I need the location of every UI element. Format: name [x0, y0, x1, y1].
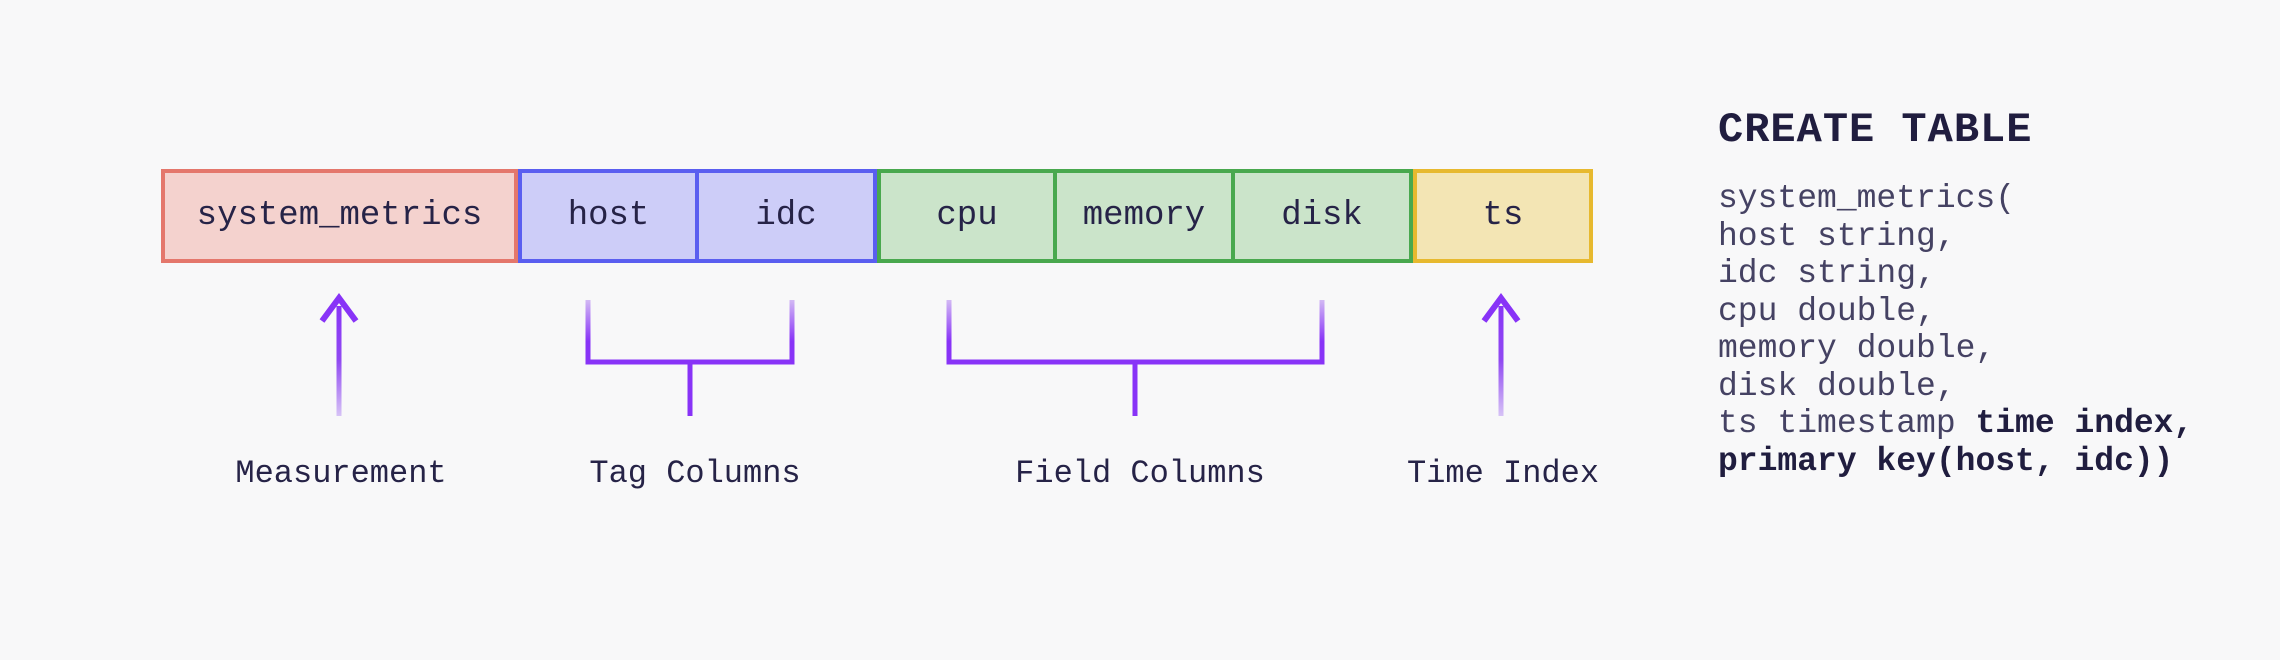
sql-line-text: memory double,	[1718, 330, 1996, 367]
sql-line: memory double,	[1718, 330, 2193, 368]
sql-primary-key-keyword: primary key(host, idc))	[1718, 442, 2174, 480]
tag-columns-label: Tag Columns	[589, 455, 801, 492]
sql-line-text: cpu double,	[1718, 292, 1936, 330]
sql-line-text: idc string,	[1718, 255, 1936, 292]
measurement-arrow	[319, 292, 359, 416]
sql-line: system_metrics(	[1718, 180, 2193, 218]
field-column-disk-label: disk	[1281, 197, 1363, 235]
time-index-box-label: ts	[1482, 197, 1524, 235]
sql-time-index-keyword: time index,	[1975, 405, 2194, 442]
measurement-box-label: system_metrics	[196, 197, 483, 235]
sql-line: idc string,	[1718, 255, 2193, 293]
field-column-box-memory: memory	[1053, 169, 1235, 263]
time-index-box: ts	[1413, 169, 1593, 263]
field-column-box-disk: disk	[1231, 169, 1413, 263]
tag-column-idc-label: idc	[755, 197, 817, 235]
field-columns-label: Field Columns	[1015, 455, 1265, 492]
field-columns-bracket	[946, 300, 1325, 416]
field-column-memory-label: memory	[1082, 197, 1206, 235]
sql-line: cpu double,	[1718, 293, 2193, 331]
tag-column-box-idc: idc	[695, 169, 877, 263]
sql-line-text: host string,	[1718, 217, 1956, 255]
time-index-arrow	[1481, 292, 1521, 416]
field-column-cpu-label: cpu	[936, 197, 998, 235]
sql-create-table-heading: CREATE TABLE	[1718, 106, 2033, 154]
measurement-label: Measurement	[235, 455, 447, 492]
measurement-box: system_metrics	[161, 169, 518, 263]
sql-code-block: system_metrics( host string, idc string,…	[1718, 180, 2193, 480]
sql-line-text: disk double,	[1718, 367, 1956, 405]
time-index-label: Time Index	[1406, 455, 1600, 492]
field-column-box-cpu: cpu	[877, 169, 1057, 263]
sql-line-text: ts timestamp	[1718, 405, 1976, 442]
sql-line: primary key(host, idc))	[1718, 443, 2193, 481]
tag-columns-bracket	[585, 300, 795, 416]
sql-line: disk double,	[1718, 368, 2193, 406]
tag-column-host-label: host	[567, 197, 650, 235]
sql-line: host string,	[1718, 218, 2193, 256]
sql-line-text: system_metrics(	[1718, 180, 2016, 217]
sql-line: ts timestamp time index,	[1718, 405, 2193, 443]
tag-column-box-host: host	[518, 169, 699, 263]
